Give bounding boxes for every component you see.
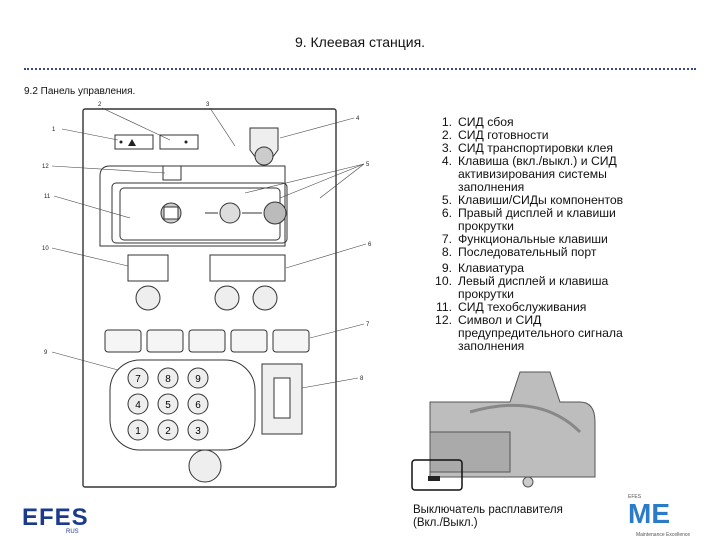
right-display: [209, 254, 286, 282]
legend-item: 12.Символ и СИД предупредительного сигна…: [435, 313, 623, 353]
function-key-5: [272, 329, 310, 353]
title-divider: [24, 68, 696, 70]
keypad-key-label: 9: [195, 374, 201, 385]
callout-9: 9: [44, 350, 48, 356]
callout-2: 2: [98, 102, 102, 108]
keypad-key-3: [187, 419, 209, 441]
component-3: [263, 201, 287, 225]
right-scroll-down-key: [214, 285, 240, 311]
keypad-key-label: 5: [165, 400, 171, 411]
legend-item: 11.СИД техобслуживания: [435, 300, 587, 314]
ready-led-label: [159, 134, 199, 150]
function-key-2: [146, 329, 184, 353]
efes-logo: EFES: [22, 504, 89, 531]
keypad-key-label: 1: [135, 426, 141, 437]
keypad-key-2: [157, 419, 179, 441]
keypad-key-label: 3: [195, 426, 201, 437]
keypad-key-label: 8: [165, 374, 171, 385]
callout-4: 4: [356, 116, 360, 122]
left-scroll-key: [135, 285, 161, 311]
keypad-key-label: 7: [135, 374, 141, 385]
legend-item: 3.СИД транспортировки клея: [441, 141, 613, 155]
component-frame: [119, 187, 281, 241]
fault-led-icon: [128, 139, 136, 146]
keypad-area: [109, 359, 256, 451]
callout-3: 3: [206, 102, 210, 108]
melter-switch-highlight: [411, 459, 463, 491]
keypad-key-9: [187, 367, 209, 389]
callout-6: 6: [368, 242, 372, 248]
keypad-key-7: [127, 367, 149, 389]
legend-item: 10.Левый дисплей и клавиша прокрутки: [435, 274, 609, 301]
callout-5: 5: [366, 162, 370, 168]
legend-item: 6.Правый дисплей и клавиши прокрутки: [441, 206, 616, 233]
legend-item: 4.Клавиша (вкл./выкл.) и СИД активизиров…: [441, 154, 617, 194]
bottom-knob: [188, 449, 222, 483]
keypad-key-8: [157, 367, 179, 389]
legend-item: 2.СИД готовности: [441, 128, 549, 142]
page-title: 9. Клеевая станция.: [294, 34, 426, 50]
legend-list: 1.СИД сбоя 2.СИД готовности 3.СИД трансп…: [434, 116, 628, 353]
section-heading: 9.2 Панель управления.: [24, 86, 136, 97]
legend-item: 8.Последовательный порт: [441, 245, 597, 259]
keypad-key-6: [187, 393, 209, 415]
fill-switch-key: [254, 146, 274, 166]
callout-10: 10: [42, 246, 49, 252]
me-logo-top: EFES: [628, 494, 642, 500]
legend-item: 5.Клавиши/СИДы компонентов: [441, 193, 624, 207]
component-2: [219, 202, 241, 224]
function-key-1: [104, 329, 142, 353]
keypad-key-1: [127, 419, 149, 441]
melter-switch-caption: Выключатель расплавителя (Вкл./Выкл.): [413, 504, 563, 529]
callout-11: 11: [44, 194, 51, 200]
keypad-key-label: 6: [195, 400, 201, 411]
keypad-key-label: 4: [135, 400, 141, 411]
melter-device-illustration: [411, 371, 596, 491]
melter-switch: [428, 476, 440, 481]
function-key-3: [188, 329, 226, 353]
me-logo-tagline: Maintenance Excellence: [636, 532, 691, 538]
me-logo: ME: [628, 498, 670, 529]
keypad-key-4: [127, 393, 149, 415]
legend-item: 7.Функциональные клавиши: [441, 232, 608, 246]
right-scroll-up-key: [252, 285, 278, 311]
function-key-4: [230, 329, 268, 353]
keypad-key-5: [157, 393, 179, 415]
warning-symbol: [162, 165, 182, 181]
legend-item: 9.Клавиатура: [441, 261, 525, 275]
callout-7: 7: [366, 322, 370, 328]
panel-outline: [82, 108, 337, 488]
keypad-key-label: 2: [165, 426, 171, 437]
efes-logo-sub: RUS: [66, 529, 79, 535]
legend-item: 1.СИД сбоя: [441, 115, 514, 129]
callout-8: 8: [360, 376, 364, 382]
callout-12: 12: [42, 164, 49, 170]
callout-1: 1: [52, 127, 56, 133]
fault-led-label: [114, 134, 154, 150]
left-display: [127, 254, 169, 282]
